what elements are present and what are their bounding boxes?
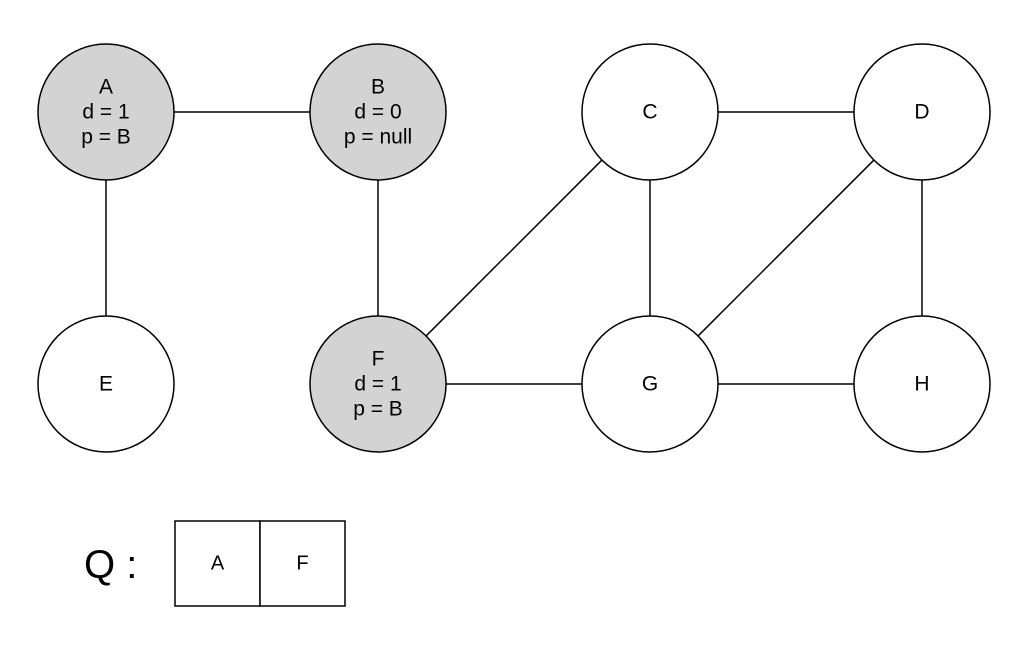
node-f-text-line: p = B bbox=[353, 398, 403, 421]
queue-cell-label: A bbox=[211, 553, 225, 575]
node-f-text-line: F bbox=[372, 348, 385, 371]
edges-layer bbox=[105, 111, 923, 385]
node-e-circle bbox=[37, 315, 175, 453]
node-h-text-line: H bbox=[914, 373, 929, 396]
edge-c-f bbox=[425, 159, 603, 337]
node-b: Bd = 0p = null bbox=[309, 43, 447, 181]
node-a: Ad = 1p = B bbox=[37, 43, 175, 181]
node-b-circle bbox=[309, 43, 447, 181]
node-d-circle bbox=[853, 43, 991, 181]
queue-cell: A bbox=[174, 520, 261, 607]
node-a-text-line: A bbox=[99, 76, 113, 99]
node-d: D bbox=[853, 43, 991, 181]
node-f: Fd = 1p = B bbox=[309, 315, 447, 453]
node-b-text-line: B bbox=[371, 76, 385, 99]
node-g: G bbox=[581, 315, 719, 453]
node-c: C bbox=[581, 43, 719, 181]
edge-d-g bbox=[697, 159, 875, 337]
node-c-circle bbox=[581, 43, 719, 181]
node-d-text-line: D bbox=[914, 101, 929, 124]
queue-label: Q : bbox=[84, 543, 137, 587]
queue-cell-box bbox=[259, 520, 346, 607]
node-g-circle bbox=[581, 315, 719, 453]
node-h-circle bbox=[853, 315, 991, 453]
queue-cell: F bbox=[259, 520, 346, 607]
queue-cell-label: F bbox=[296, 553, 308, 575]
node-h: H bbox=[853, 315, 991, 453]
node-b-text-line: p = null bbox=[344, 126, 412, 149]
node-a-text-line: d = 1 bbox=[82, 101, 129, 124]
node-a-circle bbox=[37, 43, 175, 181]
node-f-circle bbox=[309, 315, 447, 453]
queue-cell-box bbox=[174, 520, 261, 607]
node-c-text-line: C bbox=[642, 101, 657, 124]
node-b-text-line: d = 0 bbox=[354, 101, 401, 124]
node-f-text-line: d = 1 bbox=[354, 373, 401, 396]
node-e-text-line: E bbox=[99, 373, 113, 396]
node-a-text-line: p = B bbox=[81, 126, 131, 149]
node-g-text-line: G bbox=[642, 373, 658, 396]
node-e: E bbox=[37, 315, 175, 453]
